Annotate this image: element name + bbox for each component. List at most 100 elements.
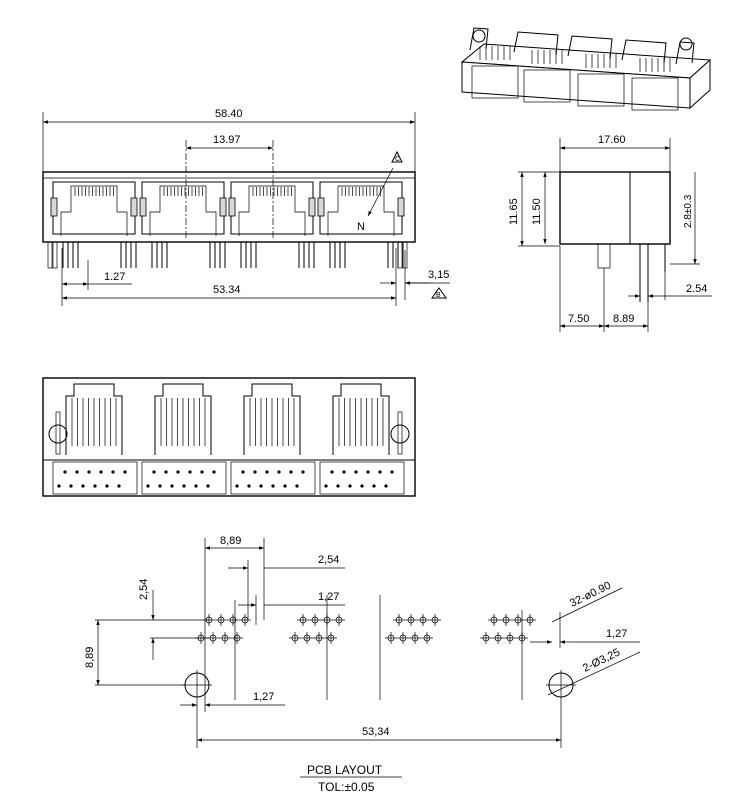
bottom-pin-dot — [75, 470, 79, 474]
bottom-pin-dot — [342, 470, 346, 474]
bottom-jack — [154, 383, 212, 455]
bottom-pin-dot — [123, 470, 127, 474]
bottom-pin-dot — [378, 470, 382, 474]
dim-pin-row-pitch: 2.54 — [686, 283, 707, 295]
bottom-pin-dot — [206, 484, 210, 488]
bottom-pin-dot — [265, 470, 269, 474]
bottom-pin-dot — [57, 484, 61, 488]
bottom-jack — [332, 383, 390, 455]
bottom-pin-dot — [301, 470, 305, 474]
dim-depth: 17.60 — [598, 134, 626, 146]
bottom-pin-block — [319, 461, 405, 495]
dim-front-offset: 7.50 — [568, 313, 589, 325]
bottom-pin-dot — [93, 484, 97, 488]
dim-row-span: 53.34 — [213, 284, 241, 296]
bottom-pin-block — [52, 461, 138, 495]
front-port-opening — [60, 185, 128, 236]
bottom-pin-dot — [105, 484, 109, 488]
bottom-pin-dot — [330, 470, 334, 474]
bottom-pin-dot — [170, 484, 174, 488]
bottom-pin-dot — [235, 484, 239, 488]
bottom-pin-block — [230, 461, 316, 495]
bottom-pin-dot — [336, 484, 340, 488]
bottom-pin-dot — [87, 470, 91, 474]
pcb-layout: 8,89 2,54 2,54 1,27 8,89 32-ø0.90 1,27 — [84, 535, 641, 794]
pcb-dim-889-top: 8,89 — [220, 535, 241, 547]
dim-total-height: 11.65 — [508, 198, 520, 225]
iso-port — [631, 77, 679, 111]
bottom-pin-dot — [212, 470, 216, 474]
pcb-title: PCB LAYOUT — [307, 763, 383, 777]
front-led — [139, 197, 147, 217]
bottom-pin-dot — [372, 484, 376, 488]
isometric-view — [460, 27, 712, 111]
pcb-dim-127-bottom: 1,27 — [253, 691, 274, 703]
pcb-dim-254-top: 2,54 — [318, 554, 339, 566]
front-mount-pin — [52, 241, 58, 269]
bottom-pin-dot — [194, 484, 198, 488]
bottom-pin-dot — [176, 470, 180, 474]
dim-row-offset: 8.89 — [613, 313, 634, 325]
pcb-dim-span: 53,34 — [362, 726, 390, 738]
bottom-pin-dot — [111, 470, 115, 474]
front-port — [52, 181, 136, 235]
bottom-pin-dot — [81, 484, 85, 488]
bottom-pin-dot — [259, 484, 263, 488]
bottom-jacks — [52, 383, 405, 495]
front-mount-pin — [47, 241, 53, 269]
iso-port — [523, 69, 571, 103]
front-ports — [50, 181, 405, 236]
side-view: 17.60 11.65 11.50 2.8±0.3 2.54 7.50 8.89 — [508, 134, 712, 332]
dim-port-pitch: 13.97 — [213, 134, 241, 146]
front-led — [397, 197, 405, 217]
bottom-pin-dot — [164, 470, 168, 474]
front-view: 58.40 13.97 C N 1.27 53.34 3,15 B — [42, 108, 450, 306]
pcb-mount-holes-label: 2-Ø3,25 — [581, 646, 622, 674]
front-led — [50, 197, 58, 217]
front-led — [317, 197, 325, 217]
bottom-pin-dot — [277, 470, 281, 474]
bottom-pin-dot — [283, 484, 287, 488]
front-led — [219, 197, 227, 217]
front-port-opening — [149, 185, 217, 236]
pcb-holes-label: 32-ø0.90 — [568, 580, 613, 610]
bottom-pin-dot — [146, 484, 150, 488]
front-led — [308, 197, 316, 217]
bottom-pin-dot — [182, 484, 186, 488]
bottom-pin-dot — [241, 470, 245, 474]
dim-offset: 3,15 — [428, 269, 449, 281]
bottom-jack — [243, 383, 301, 455]
front-port-opening — [327, 185, 395, 236]
bottom-pin-dot — [289, 470, 293, 474]
iso-latch-tabs — [469, 27, 695, 65]
iso-port — [577, 73, 625, 107]
bottom-pin-dot — [324, 484, 328, 488]
bottom-pin-dot — [348, 484, 352, 488]
pcb-holes — [195, 614, 536, 644]
bottom-pin-dot — [253, 470, 257, 474]
pcb-dim-127-right: 1,27 — [606, 628, 627, 640]
front-port-opening — [238, 185, 306, 236]
front-port — [230, 181, 314, 235]
bottom-pin-dot — [63, 470, 67, 474]
dim-body-height: 11.50 — [531, 198, 543, 225]
bottom-jack — [65, 383, 123, 455]
bottom-pin-dot — [271, 484, 275, 488]
pcb-dim-254-left: 2,54 — [138, 579, 150, 600]
dim-pin-pitch: 1.27 — [104, 271, 125, 283]
front-led — [228, 197, 236, 217]
bottom-pin-dot — [360, 484, 364, 488]
front-pins — [47, 241, 408, 269]
datum-c: C — [395, 156, 400, 163]
bottom-mount-tabs — [48, 411, 410, 455]
pcb-dim-889-left: 8,89 — [84, 647, 96, 668]
dim-standoff: 2.8±0.3 — [683, 194, 694, 228]
bottom-view — [42, 377, 416, 497]
bottom-pin-dot — [354, 470, 358, 474]
bottom-pin-dot — [117, 484, 121, 488]
bottom-pin-dot — [152, 470, 156, 474]
front-mount-pin — [397, 241, 403, 269]
marker-n: N — [357, 221, 365, 233]
bottom-pin-dot — [295, 484, 299, 488]
